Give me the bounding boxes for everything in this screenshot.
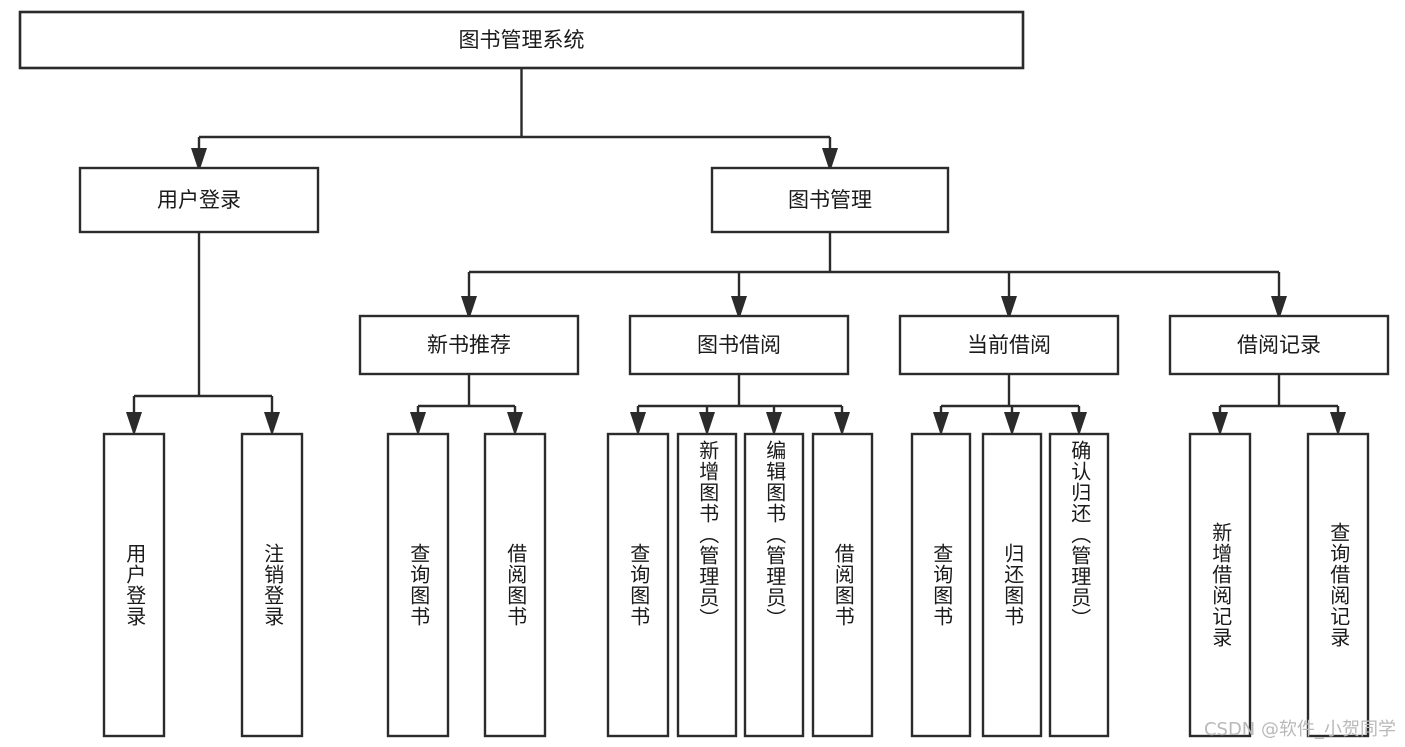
node-book-borrow-label: 图书借阅 xyxy=(697,333,781,357)
arrow-to-leaf-user-login xyxy=(126,412,142,436)
leaf-box-add-book[interactable] xyxy=(676,432,738,738)
node-root[interactable]: 图书管理系统 xyxy=(18,10,1025,70)
connector-layer xyxy=(126,68,1346,436)
leaf-box-confirm-return[interactable] xyxy=(1048,432,1110,738)
arrow-to-leaf-return-book xyxy=(1004,412,1020,436)
leaf-box-add-record[interactable] xyxy=(1188,432,1252,738)
arrow-to-new-book-rec xyxy=(461,296,477,320)
connector-book-manage-trunk xyxy=(467,232,1281,308)
node-user-login-box[interactable] xyxy=(78,166,320,234)
arrow-to-user-login xyxy=(191,148,207,172)
node-current-borrow-box[interactable] xyxy=(898,314,1120,376)
node-user-login[interactable]: 用户登录 xyxy=(78,166,320,234)
node-current-borrow-label: 当前借阅 xyxy=(967,333,1051,357)
arrow-to-leaf-query-record xyxy=(1330,412,1346,436)
leaf-box-layer[interactable] xyxy=(102,432,1370,738)
leaf-box-query-book-c[interactable] xyxy=(910,432,972,738)
arrow-to-leaf-query-book-a xyxy=(410,412,426,436)
arrow-to-book-manage xyxy=(822,148,838,172)
arrow-to-book-borrow xyxy=(731,296,747,320)
leaf-box-return-book[interactable] xyxy=(981,432,1043,738)
node-new-book-rec-box[interactable] xyxy=(358,314,580,376)
csdn-watermark: CSDN @软件_小贺同学 xyxy=(1204,719,1396,740)
leaf-box-logout[interactable] xyxy=(240,432,304,738)
connector-user-login-trunk xyxy=(132,232,274,426)
leaf-box-query-book-b[interactable] xyxy=(606,432,670,738)
arrow-to-leaf-borrow-book-a xyxy=(507,412,523,436)
leaf-box-query-book-a[interactable] xyxy=(386,432,450,738)
arrow-to-leaf-add-record xyxy=(1212,412,1228,436)
leaf-box-edit-book[interactable] xyxy=(743,432,805,738)
node-book-borrow[interactable]: 图书借阅 xyxy=(628,314,850,376)
node-borrow-record-label: 借阅记录 xyxy=(1237,333,1321,357)
arrow-to-leaf-logout xyxy=(264,412,280,436)
leaf-box-user-login[interactable] xyxy=(102,432,166,738)
arrow-to-leaf-query-book-c xyxy=(933,412,949,436)
arrow-to-current-borrow xyxy=(1001,296,1017,320)
node-borrow-record-box[interactable] xyxy=(1168,314,1390,376)
leaf-box-borrow-book-b[interactable] xyxy=(811,432,874,738)
connector-borrow-record-trunk xyxy=(1218,374,1340,426)
arrow-to-leaf-confirm-return xyxy=(1071,412,1087,436)
arrow-to-leaf-borrow-book-b xyxy=(834,412,850,436)
node-root-box[interactable] xyxy=(18,10,1025,70)
node-user-login-label: 用户登录 xyxy=(157,188,241,212)
connector-root-trunk xyxy=(197,68,832,160)
node-book-manage-label: 图书管理 xyxy=(788,188,872,212)
connector-new-book-rec-trunk xyxy=(416,374,517,426)
arrow-to-leaf-edit-book xyxy=(766,412,782,436)
node-book-manage-box[interactable] xyxy=(710,166,950,234)
node-current-borrow[interactable]: 当前借阅 xyxy=(898,314,1120,376)
arrow-to-leaf-add-book xyxy=(699,412,715,436)
arrow-to-borrow-record xyxy=(1271,296,1287,320)
leaf-box-query-record[interactable] xyxy=(1306,432,1370,738)
node-book-manage[interactable]: 图书管理 xyxy=(710,166,950,234)
node-book-borrow-box[interactable] xyxy=(628,314,850,376)
node-new-book-rec-label: 新书推荐 xyxy=(427,333,511,357)
leaf-box-borrow-book-a[interactable] xyxy=(483,432,547,738)
node-borrow-record[interactable]: 借阅记录 xyxy=(1168,314,1390,376)
connector-book-borrow-trunk xyxy=(636,374,844,426)
node-new-book-rec[interactable]: 新书推荐 xyxy=(358,314,580,376)
node-root-label: 图书管理系统 xyxy=(459,28,585,52)
arrow-to-leaf-query-book-b xyxy=(630,412,646,436)
